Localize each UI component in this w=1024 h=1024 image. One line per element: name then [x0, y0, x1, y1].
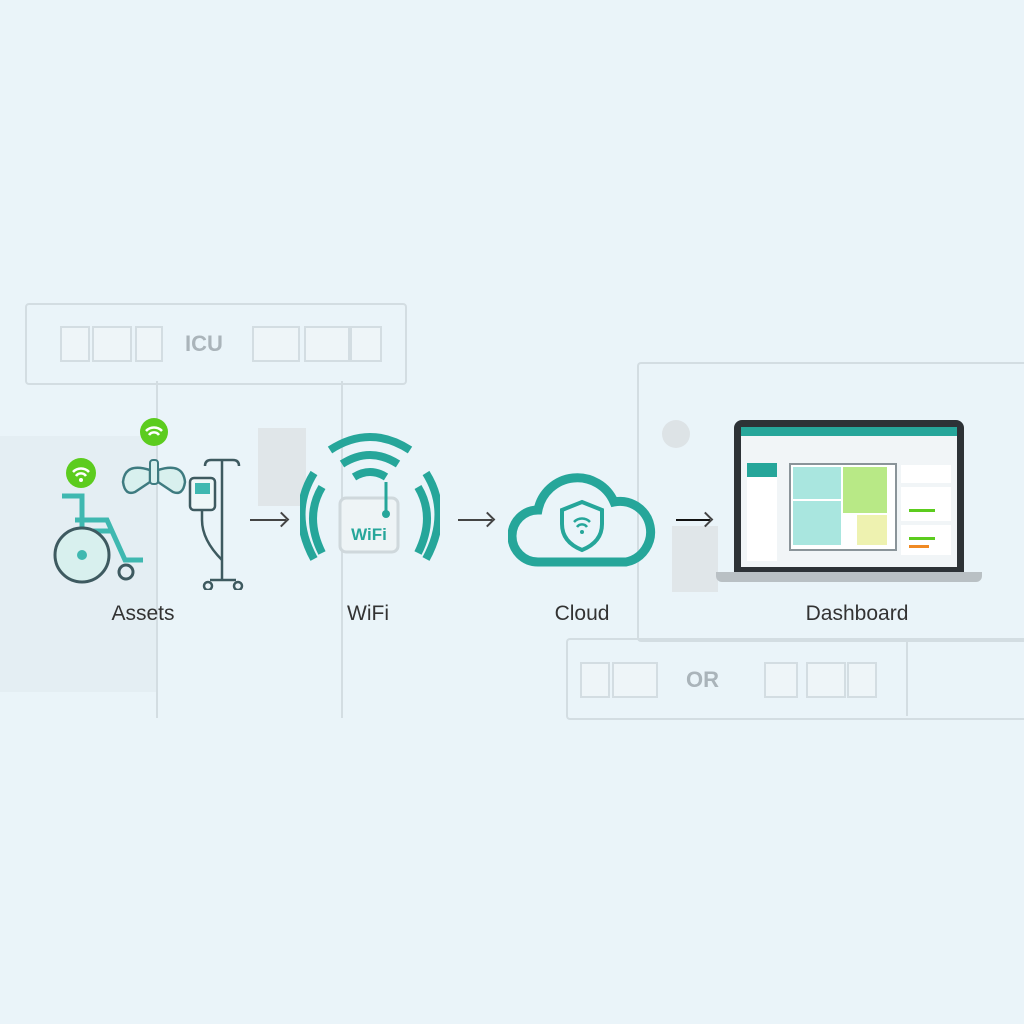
- room-block: [350, 326, 382, 362]
- cloud-icon: [508, 473, 656, 567]
- stage-label-wifi: WiFi: [347, 602, 389, 625]
- room-block: [135, 326, 163, 362]
- arrow-icon: [676, 519, 710, 521]
- or-zone-bar: [566, 638, 1024, 720]
- stage-label-assets: Assets: [111, 602, 175, 625]
- laptop-base: [716, 572, 982, 582]
- wall: [156, 381, 158, 718]
- room-block: [60, 326, 90, 362]
- icu-zone-bar: [25, 303, 407, 385]
- room-block: [92, 326, 132, 362]
- room-block: [764, 662, 798, 698]
- stage-label-dashboard: Dashboard: [805, 602, 909, 625]
- room-block: [252, 326, 300, 362]
- wall: [906, 640, 908, 716]
- iv-pump-icon: [188, 458, 244, 590]
- shield-icon: [560, 499, 604, 553]
- stage-label-cloud: Cloud: [554, 602, 610, 625]
- wheelchair-icon: [53, 458, 143, 584]
- room-block: [847, 662, 877, 698]
- room-block: [612, 662, 658, 698]
- wifi-badge: WiFi: [351, 525, 387, 544]
- room-block: [304, 326, 350, 362]
- or-label: OR: [686, 667, 719, 692]
- door-panel: [672, 526, 718, 592]
- wifi-router-icon: WiFi: [300, 433, 440, 561]
- door-panel: [258, 428, 306, 506]
- laptop-dashboard: [734, 420, 964, 572]
- arrow-icon: [250, 519, 286, 521]
- room-block: [580, 662, 610, 698]
- ventilator-icon: [121, 418, 187, 495]
- room-marker: [662, 420, 690, 448]
- icu-label: ICU: [185, 331, 223, 356]
- arrow-icon: [458, 519, 492, 521]
- room-block: [806, 662, 846, 698]
- assets-illustration: [53, 418, 244, 590]
